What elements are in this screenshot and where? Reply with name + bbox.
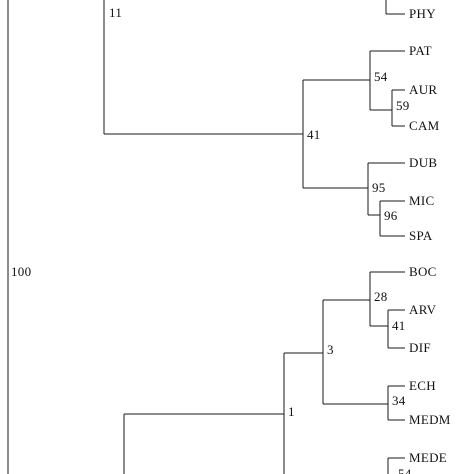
support-value: 96 bbox=[384, 208, 398, 223]
taxon-label: DIF bbox=[409, 340, 431, 355]
support-value: 100 bbox=[11, 264, 31, 279]
taxon-labels: PHY PAT AUR CAM DUB MIC SPA BOC ARV DIF … bbox=[409, 6, 451, 465]
support-value: 34 bbox=[392, 393, 406, 408]
support-value: 41 bbox=[307, 127, 321, 142]
support-value: 3 bbox=[327, 342, 334, 357]
taxon-label: PHY bbox=[409, 6, 436, 21]
taxon-label: ECH bbox=[409, 378, 436, 393]
taxon-label: MEDE bbox=[409, 450, 447, 465]
taxon-label: MIC bbox=[409, 193, 434, 208]
support-value: 41 bbox=[392, 318, 406, 333]
taxon-label: DUB bbox=[409, 155, 437, 170]
taxon-label: PAT bbox=[409, 43, 432, 58]
support-value: 1 bbox=[288, 404, 295, 419]
support-values: 11 54 59 41 95 96 100 28 41 3 34 1 54 bbox=[11, 5, 412, 474]
taxon-label: ARV bbox=[409, 302, 437, 317]
taxon-label: MEDM bbox=[409, 412, 451, 427]
taxon-label: BOC bbox=[409, 264, 437, 279]
support-value: 54 bbox=[374, 69, 388, 84]
taxon-label: CAM bbox=[409, 118, 440, 133]
support-value: 54 bbox=[398, 466, 412, 474]
support-value: 28 bbox=[374, 289, 388, 304]
support-value: 59 bbox=[396, 98, 410, 113]
branches bbox=[7, 0, 405, 474]
support-value: 95 bbox=[372, 180, 386, 195]
taxon-label: AUR bbox=[409, 82, 437, 97]
support-value: 11 bbox=[109, 5, 122, 20]
taxon-label: SPA bbox=[409, 228, 433, 243]
